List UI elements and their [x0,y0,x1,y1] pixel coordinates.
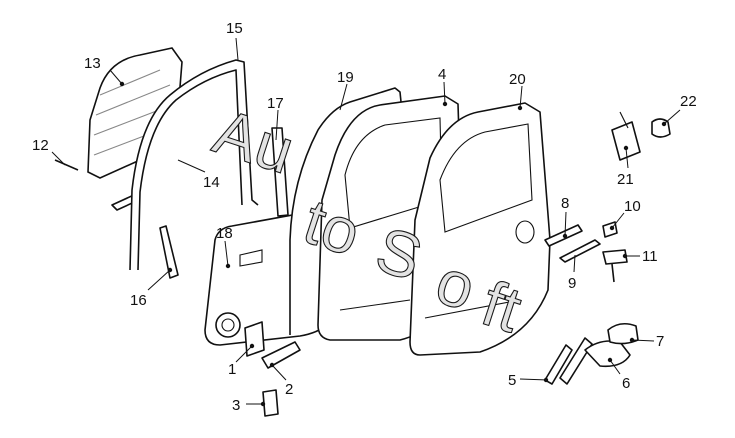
callout-10[interactable]: 10 [624,198,641,215]
callout-1[interactable]: 1 [228,361,236,378]
leader-lines [51,37,681,407]
callout-6[interactable]: 6 [622,375,630,392]
window-run-frame[interactable] [129,59,259,271]
door-check-strap[interactable] [261,341,301,369]
guide-channel[interactable] [271,127,289,217]
callout-5[interactable]: 5 [508,372,516,389]
callout-19[interactable]: 19 [337,69,354,86]
glass-pin[interactable] [54,159,79,171]
upper-hinge[interactable] [244,321,265,357]
callout-15[interactable]: 15 [226,20,243,37]
callout-13[interactable]: 13 [84,55,101,72]
door-key[interactable] [602,249,628,283]
callout-22[interactable]: 22 [680,93,697,110]
callout-17[interactable]: 17 [267,95,284,112]
callout-14[interactable]: 14 [203,174,220,191]
callout-16[interactable]: 16 [130,292,147,309]
callout-labels: 1 2 3 4 5 6 7 8 9 10 11 12 13 14 15 16 1… [32,20,697,414]
outer-door-shell[interactable] [409,102,551,356]
handle-bracket[interactable] [559,239,601,263]
lower-bracket[interactable] [159,225,179,279]
callout-12[interactable]: 12 [32,137,49,154]
callout-8[interactable]: 8 [561,195,569,212]
callout-9[interactable]: 9 [568,275,576,292]
door-latch[interactable] [611,111,641,161]
lower-hinge[interactable] [262,389,279,417]
callout-7[interactable]: 7 [656,333,664,350]
mirror-base[interactable] [544,337,593,385]
callout-2[interactable]: 2 [285,381,293,398]
callout-4[interactable]: 4 [438,66,446,83]
callout-21[interactable]: 21 [617,171,634,188]
callout-20[interactable]: 20 [509,71,526,88]
callout-11[interactable]: 11 [642,248,658,265]
callout-18[interactable]: 18 [216,225,233,242]
callout-3[interactable]: 3 [232,397,240,414]
side-mirror[interactable] [584,322,639,368]
